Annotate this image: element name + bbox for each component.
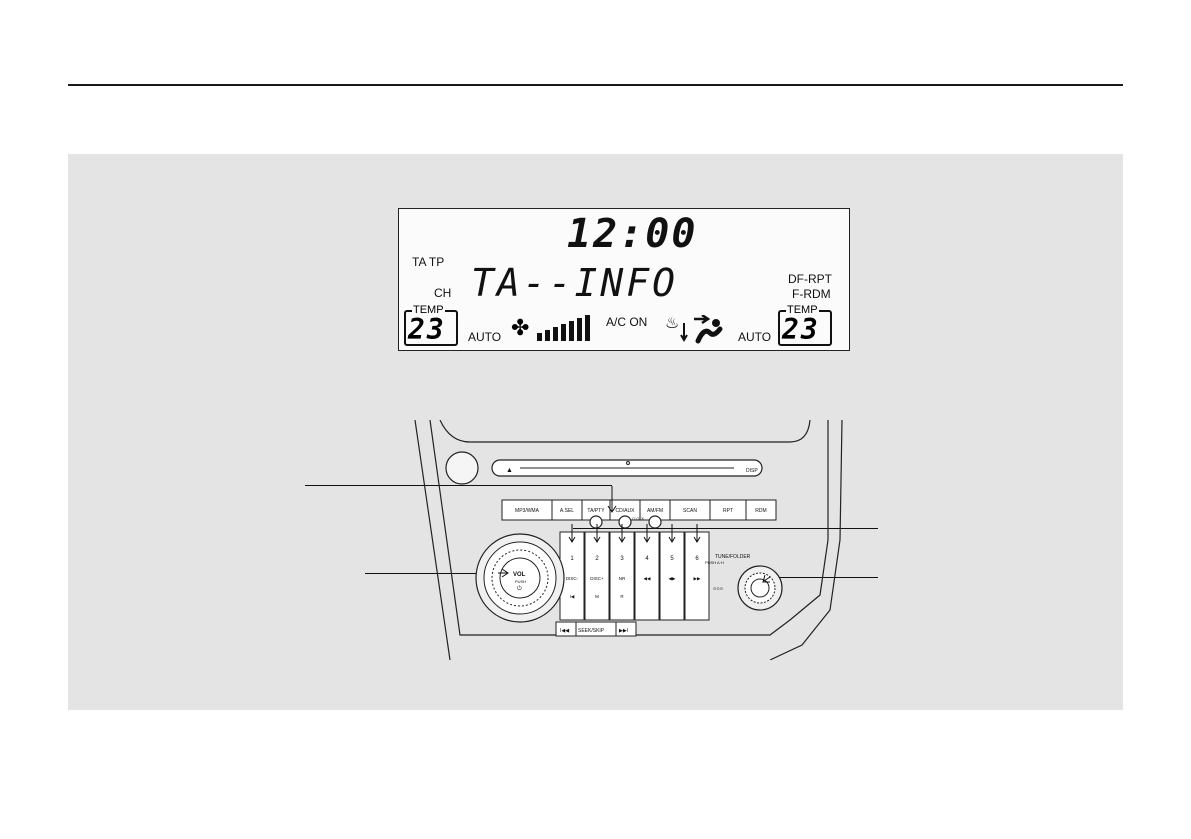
svg-text:SEEK/SKIP: SEEK/SKIP [578, 628, 605, 634]
fan-level-bar [585, 315, 590, 341]
clock-readout: 12:00 [567, 211, 698, 257]
preset-sub-label-2: M [595, 594, 599, 599]
seek-skip-rocker: I◀◀ SEEK/SKIP ▶▶I [555, 621, 637, 637]
top-button-label: CD/AUX [616, 508, 636, 514]
preset-sub-label: ◀◀ [644, 576, 651, 581]
preset-button [584, 531, 610, 621]
preset-sub-label: ◀▶ [669, 576, 676, 581]
svg-text:▲: ▲ [506, 467, 513, 474]
fan-level-bar [569, 321, 574, 341]
ch-indicator: CH [434, 286, 452, 300]
top-button-label: A.SEL [560, 508, 574, 514]
preset-sub-label-2: I◀ [570, 594, 575, 599]
preset-button [634, 531, 660, 621]
defrost-icon: ♨ [665, 315, 680, 332]
preset-pointer-arrow [593, 524, 601, 543]
indicator-ring [589, 515, 603, 529]
top-button [745, 499, 777, 521]
fan-level-bar [577, 318, 582, 341]
fan-icon: ✤ [511, 315, 530, 340]
svg-text:PUSH A·H: PUSH A·H [705, 560, 724, 565]
preset-number: 6 [695, 556, 699, 562]
auto-right-indicator: AUTO [738, 330, 772, 344]
pointer-line-tune-knob [760, 577, 878, 578]
preset-number: 5 [670, 556, 674, 562]
pointer-line-presets [573, 528, 878, 529]
temp-left-value: 23 [408, 313, 446, 346]
preset-number: 4 [645, 556, 649, 562]
top-button-label: RPT [723, 508, 733, 514]
preset-pointer-arrow [668, 524, 676, 543]
temp-left-box: TEMP 23 [404, 303, 458, 346]
fan-level-bars [537, 315, 590, 341]
preset-sub-label: ▶▶ [694, 576, 701, 581]
fan-level-bar [537, 333, 542, 341]
clock-label: CLOCK [632, 517, 645, 521]
vol-knob: VOL PUSH ⏻ [475, 533, 565, 623]
svg-text:⏻: ⏻ [517, 585, 522, 592]
top-button-label: AM/FM [647, 508, 663, 514]
preset-sub-label-2: R [620, 594, 624, 599]
tune-folder-knob: TUNE/FOLDER PUSH A·H ⊙⊙⊙ [705, 554, 783, 611]
top-rule [68, 84, 1123, 86]
audio-head-unit: ▲ DISP MP3/WMA A.SEL TA/PTY CD/AUX AM/FM SCAN… [414, 420, 843, 660]
temp-right-box: TEMP 23 [778, 303, 832, 346]
preset-number: 3 [620, 556, 624, 562]
preset-pointer-arrow [643, 524, 651, 543]
airflow-mode-icon [680, 315, 723, 344]
temp-right-value: 23 [782, 313, 820, 346]
top-button-label: TA/PTY [587, 508, 605, 514]
ta-tp-indicator: TA TP [412, 255, 445, 269]
ac-on-indicator: A/C ON [606, 315, 648, 329]
indicator-ring [648, 515, 662, 529]
fan-level-bar [545, 330, 550, 341]
f-rdm-indicator: F-RDM [792, 287, 831, 301]
top-button-label: RDM [755, 508, 766, 514]
top-button-label: MP3/WMA [515, 508, 540, 514]
pointer-line-vol-knob [365, 573, 505, 574]
preset-pointer-arrow [618, 524, 626, 543]
svg-text:TUNE/FOLDER: TUNE/FOLDER [715, 554, 751, 560]
top-button-row: MP3/WMA A.SEL TA/PTY CD/AUX AM/FM SCAN RPT RDM C… [501, 499, 777, 529]
preset-sub-label: DISC+ [590, 576, 604, 581]
preset-number: 2 [595, 556, 599, 562]
temp-left-label: TEMP [412, 303, 445, 317]
indicator-ring [618, 515, 632, 529]
preset-sub-label: NR [619, 576, 626, 581]
svg-text:▶▶I: ▶▶I [619, 628, 628, 634]
pointer-line-ta-pty [305, 485, 612, 486]
svg-text:I◀◀: I◀◀ [560, 628, 569, 634]
lcd-message: TA--INFO [471, 261, 679, 305]
svg-text:⊙⊙⊙: ⊙⊙⊙ [713, 586, 723, 591]
preset-pointer-arrow [693, 524, 701, 543]
disp-label: DISP [746, 468, 758, 474]
preset-sub-label: DISC- [566, 576, 579, 581]
top-left-round-button [445, 451, 479, 485]
preset-button [684, 531, 710, 621]
fan-level-bar [553, 327, 558, 341]
top-button-label: SCAN [683, 508, 697, 514]
preset-number: 1 [570, 556, 574, 562]
fan-level-bar [561, 324, 566, 341]
df-rpt-indicator: DF-RPT [788, 272, 832, 286]
lcd-display: 12:00 TA TP CH TA--INFO DF-RPT F-RDM TEM… [398, 208, 850, 351]
auto-left-indicator: AUTO [468, 330, 502, 344]
temp-right-label: TEMP [786, 303, 819, 317]
svg-text:PUSH: PUSH [515, 579, 526, 584]
svg-text:VOL: VOL [513, 572, 526, 578]
preset-pointer-arrow [568, 524, 576, 543]
